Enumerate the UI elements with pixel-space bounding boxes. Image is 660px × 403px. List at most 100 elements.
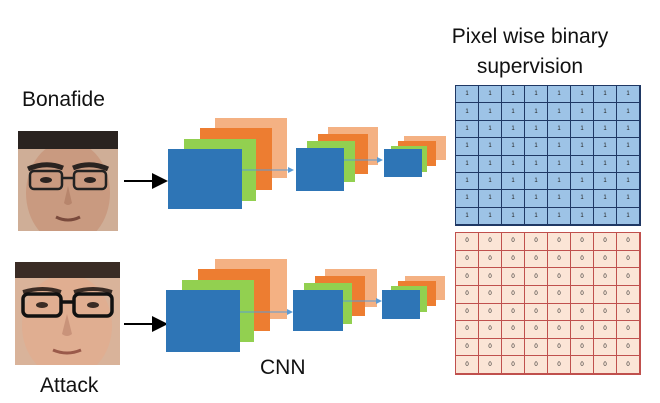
grid-cell: 0	[525, 303, 548, 322]
grid-cell: 0	[548, 303, 571, 322]
grid-cell: 0	[548, 250, 571, 269]
grid-cell: 1	[525, 155, 548, 173]
grid-cell: 0	[456, 233, 479, 251]
grid-cell: 0	[617, 250, 640, 269]
attack-label: Attack	[40, 374, 99, 397]
grid-cell: 0	[571, 321, 594, 339]
grid-cell: 0	[571, 303, 594, 322]
grid-cell: 0	[617, 233, 640, 251]
grid-cell: 1	[479, 190, 502, 208]
grid-cell: 1	[525, 86, 548, 104]
grid-cell: 1	[479, 120, 502, 139]
grid-cell: 1	[502, 207, 525, 225]
grid-cell: 0	[571, 233, 594, 251]
grid-cell: 1	[456, 138, 479, 156]
grid-cell: 1	[594, 155, 617, 173]
grid-cell: 1	[571, 120, 594, 139]
grid-cell: 1	[617, 86, 640, 104]
grid-cell: 0	[502, 233, 525, 251]
grid-cell: 0	[525, 338, 548, 357]
grid-cell: 1	[548, 172, 571, 191]
grid-cell: 0	[594, 303, 617, 322]
grid-cell: 0	[548, 285, 571, 304]
grid-cell: 1	[479, 103, 502, 121]
grid-cell: 1	[525, 120, 548, 139]
grid-cell: 0	[617, 356, 640, 374]
grid-cell: 1	[456, 86, 479, 104]
grid-cell: 0	[456, 268, 479, 286]
grid-cell: 1	[548, 155, 571, 173]
grid-cell: 1	[479, 207, 502, 225]
grid-cell: 0	[456, 338, 479, 357]
grid-cell: 1	[456, 103, 479, 121]
grid-cell: 1	[594, 172, 617, 191]
grid-cell: 1	[479, 172, 502, 191]
grid-cell: 1	[571, 86, 594, 104]
grid-cell: 1	[594, 86, 617, 104]
grid-cell: 0	[479, 250, 502, 269]
grid-cell: 1	[548, 190, 571, 208]
grid-cell: 0	[617, 285, 640, 304]
grid-cell: 1	[548, 138, 571, 156]
pixel-supervision-title: Pixel wise binary supervision	[451, 25, 609, 78]
grid-cell: 0	[617, 321, 640, 339]
grid-cell: 1	[594, 103, 617, 121]
attack-face-image	[15, 262, 120, 365]
grid-cell: 0	[456, 250, 479, 269]
grid-cell: 1	[479, 138, 502, 156]
grid-cell: 0	[548, 321, 571, 339]
grid-cell: 0	[456, 356, 479, 374]
grid-cell: 1	[525, 207, 548, 225]
grid-cell: 0	[617, 338, 640, 357]
grid-cell: 0	[548, 268, 571, 286]
grid-cell: 1	[617, 138, 640, 156]
grid-cell: 0	[502, 268, 525, 286]
grid-cell: 1	[571, 155, 594, 173]
grid-cell: 0	[502, 356, 525, 374]
grid-cell: 0	[479, 268, 502, 286]
grid-cell: 0	[594, 268, 617, 286]
grid-cell: 0	[617, 268, 640, 286]
grid-cell: 1	[594, 120, 617, 139]
grid-cell: 1	[502, 155, 525, 173]
grid-cell: 1	[525, 138, 548, 156]
grid-cell: 1	[571, 207, 594, 225]
grid-cell: 1	[571, 103, 594, 121]
grid-cell: 0	[594, 285, 617, 304]
grid-cell: 0	[479, 356, 502, 374]
grid-cell: 1	[617, 207, 640, 225]
grid-cell: 0	[594, 233, 617, 251]
grid-cell: 0	[594, 250, 617, 269]
grid-cell: 1	[502, 190, 525, 208]
grid-cell: 0	[571, 268, 594, 286]
grid-cell: 1	[479, 86, 502, 104]
grid-cell: 1	[617, 190, 640, 208]
grid-cell: 1	[548, 120, 571, 139]
bonafide-face-image	[18, 131, 118, 231]
grid-cell: 1	[617, 155, 640, 173]
grid-cell: 0	[525, 233, 548, 251]
cnn-label: CNN	[260, 356, 306, 379]
grid-cell: 0	[594, 338, 617, 357]
grid-cell: 0	[456, 285, 479, 304]
grid-cell: 1	[525, 103, 548, 121]
grid-cell: 1	[548, 86, 571, 104]
grid-cell: 1	[571, 138, 594, 156]
grid-cell: 0	[479, 303, 502, 322]
grid-cell: 1	[456, 190, 479, 208]
grid-cell: 1	[617, 120, 640, 139]
grid-cell: 0	[571, 250, 594, 269]
grid-cell: 0	[548, 233, 571, 251]
grid-cell: 1	[456, 120, 479, 139]
grid-cell: 0	[479, 285, 502, 304]
grid-cell: 0	[594, 356, 617, 374]
grid-cell: 1	[548, 103, 571, 121]
grid-cell: 0	[525, 321, 548, 339]
grid-cell: 1	[502, 138, 525, 156]
grid-cell: 0	[479, 321, 502, 339]
grid-cell: 1	[594, 138, 617, 156]
grid-cell: 1	[502, 120, 525, 139]
grid-cell: 1	[502, 86, 525, 104]
grid-cell: 0	[571, 285, 594, 304]
